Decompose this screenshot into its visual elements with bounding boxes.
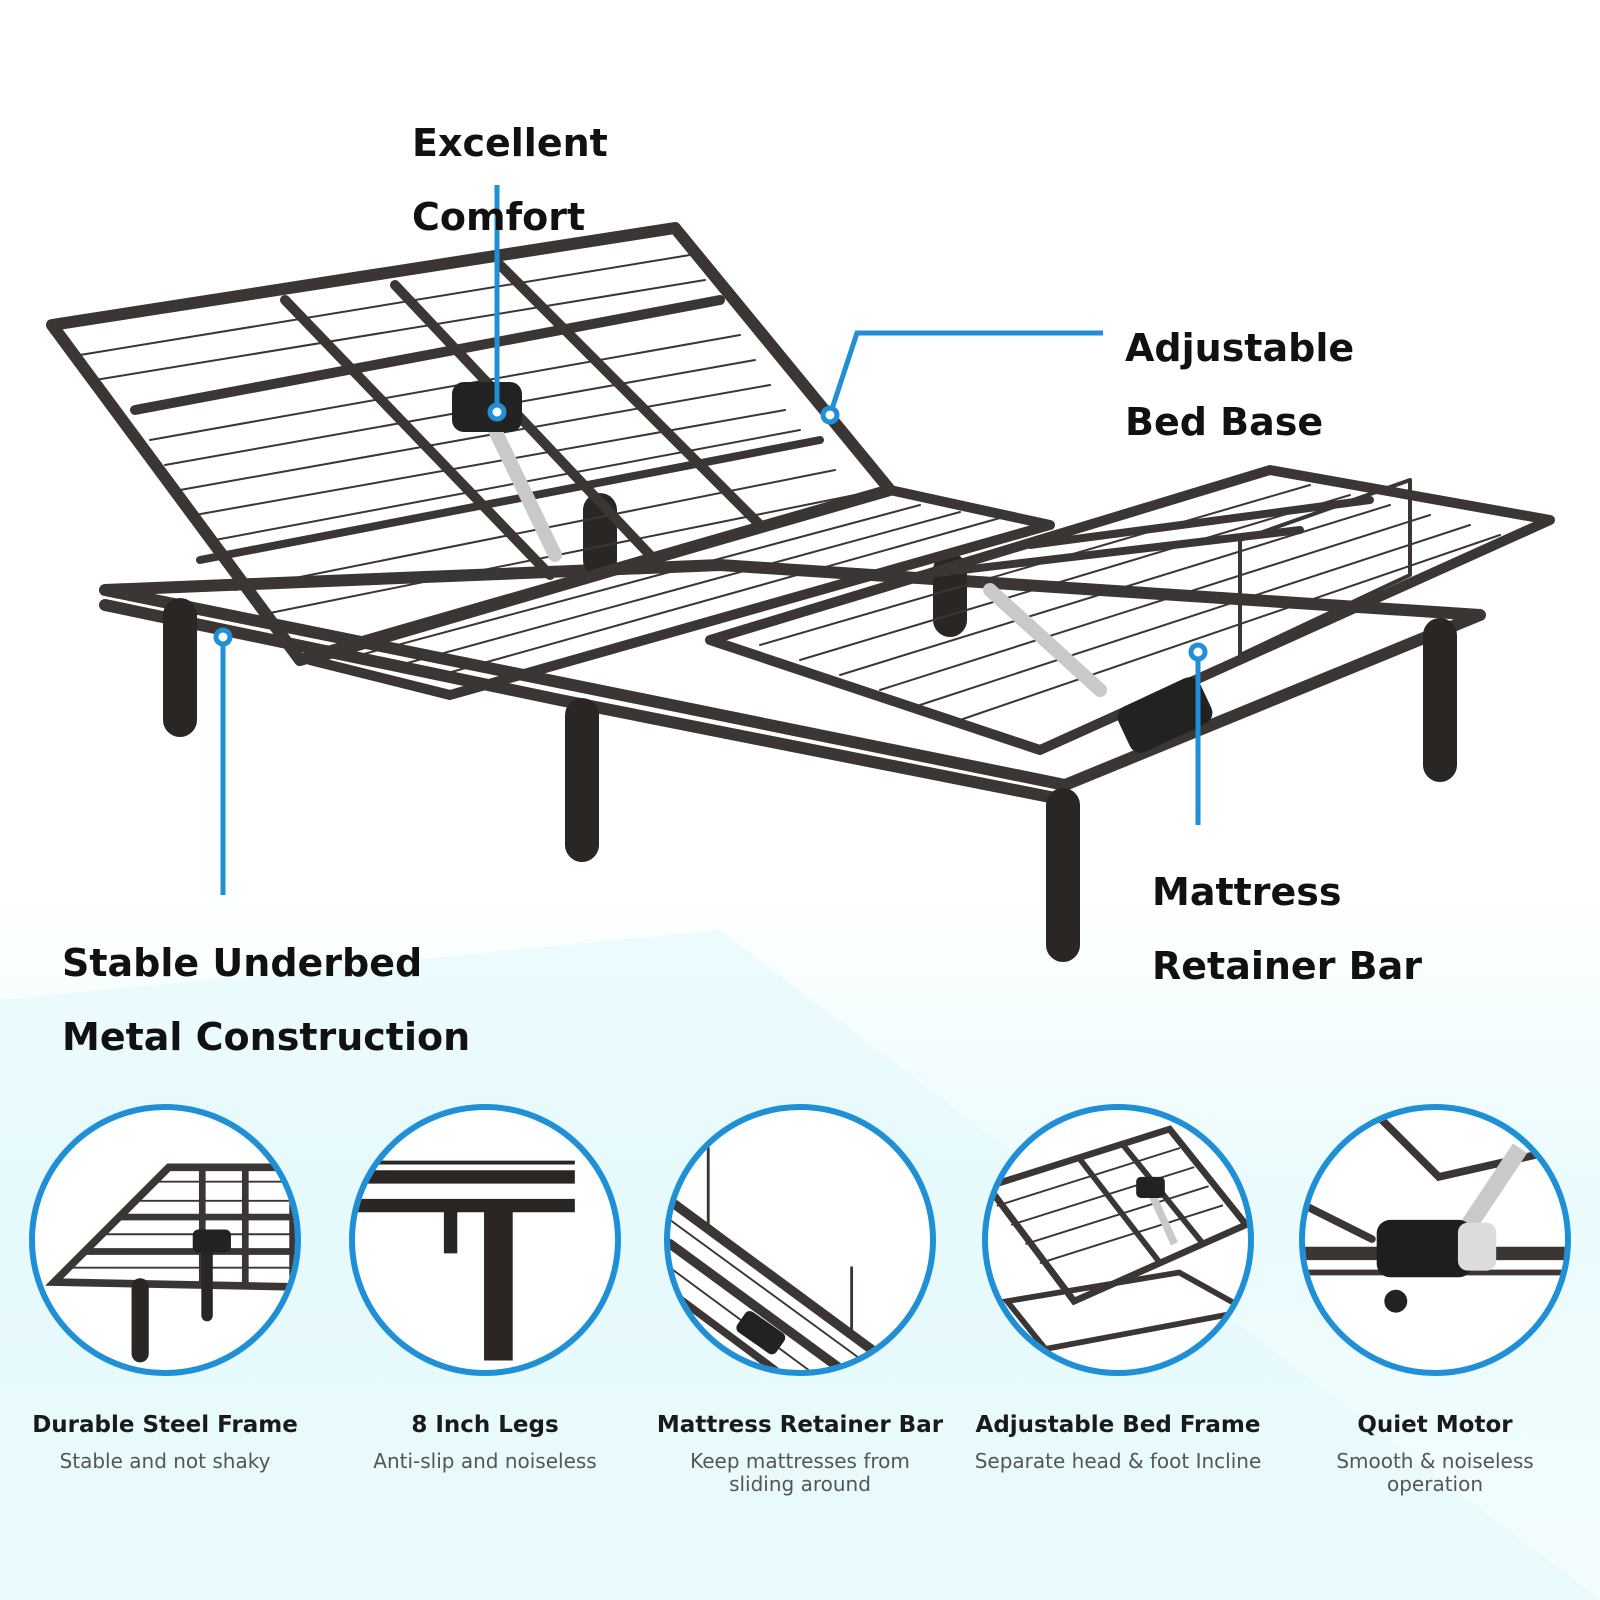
callout-mattress-retainer-bar: Mattress Retainer Bar bbox=[1152, 837, 1422, 1022]
actuator-foot bbox=[983, 583, 1213, 753]
actuator-head bbox=[452, 382, 562, 562]
feature-description: Separate head & foot Incline bbox=[974, 1449, 1262, 1473]
motor-closeup-icon bbox=[1299, 1104, 1571, 1376]
callout-stable-metal-construction: Stable Underbed Metal Construction bbox=[62, 908, 470, 1093]
callout-line: Excellent bbox=[412, 121, 608, 165]
feature-title: Durable Steel Frame bbox=[32, 1412, 298, 1438]
feature-title: Adjustable Bed Frame bbox=[975, 1412, 1261, 1438]
feature-title: 8 Inch Legs bbox=[411, 1412, 559, 1438]
feature-description: Keep mattresses from sliding around bbox=[690, 1449, 910, 1496]
feature-title: Quiet Motor bbox=[1357, 1412, 1513, 1438]
callout-adjustable-bed-base: Adjustable Bed Base bbox=[1125, 293, 1354, 478]
callout-line: Mattress bbox=[1152, 870, 1342, 914]
legs-closeup-icon bbox=[349, 1104, 621, 1376]
callout-line: Adjustable bbox=[1125, 326, 1355, 370]
adjustable-bed-illustration bbox=[46, 185, 1555, 962]
callout-line: Stable Underbed bbox=[62, 941, 423, 985]
feature-title: Mattress Retainer Bar bbox=[656, 1412, 944, 1438]
callout-line: Metal Construction bbox=[62, 1015, 471, 1059]
callout-line: Comfort bbox=[412, 195, 586, 239]
callout-line: Bed Base bbox=[1125, 400, 1324, 444]
feature-description: Smooth & noiseless operation bbox=[1336, 1449, 1534, 1496]
steel-frame-closeup-icon bbox=[29, 1104, 301, 1376]
callout-line: Retainer Bar bbox=[1152, 944, 1423, 988]
adjustable-frame-closeup-icon bbox=[982, 1104, 1254, 1376]
feature-description: Anti-slip and noiseless bbox=[373, 1449, 597, 1473]
feature-description: Stable and not shaky bbox=[59, 1449, 271, 1473]
retainer-bar-closeup-icon bbox=[664, 1104, 936, 1376]
callout-excellent-comfort: Excellent Comfort bbox=[412, 88, 608, 273]
